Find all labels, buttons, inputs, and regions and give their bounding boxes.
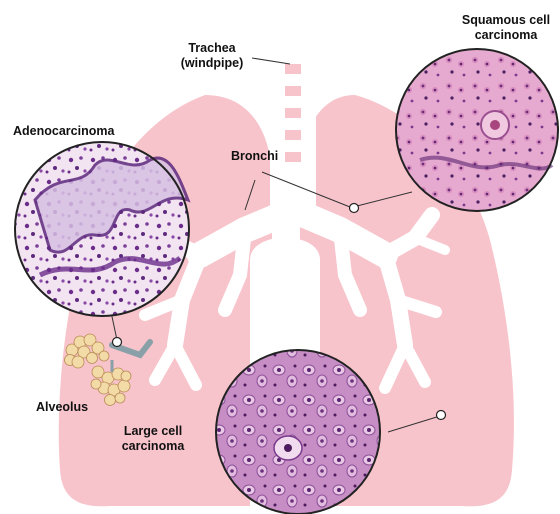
squamous-label-line2: carcinoma — [452, 28, 560, 43]
bronchi-label: Bronchi — [231, 149, 278, 164]
trachea-label-line1: Trachea — [172, 41, 252, 56]
trachea-label: Trachea (windpipe) — [172, 41, 252, 71]
squamous-micrograph — [396, 49, 558, 211]
large-cell-label-line2: carcinoma — [108, 439, 198, 454]
squamous-label-line1: Squamous cell — [452, 13, 560, 28]
adenocarcinoma-micrograph — [15, 142, 189, 316]
adenocarcinoma-label: Adenocarcinoma — [13, 124, 114, 139]
alveolus-label: Alveolus — [36, 400, 88, 415]
large-cell-label: Large cell carcinoma — [108, 424, 198, 454]
large-cell-micrograph — [216, 350, 380, 514]
trachea-label-line2: (windpipe) — [172, 56, 252, 71]
large-cell-label-line1: Large cell — [108, 424, 198, 439]
squamous-label: Squamous cell carcinoma — [452, 13, 560, 43]
